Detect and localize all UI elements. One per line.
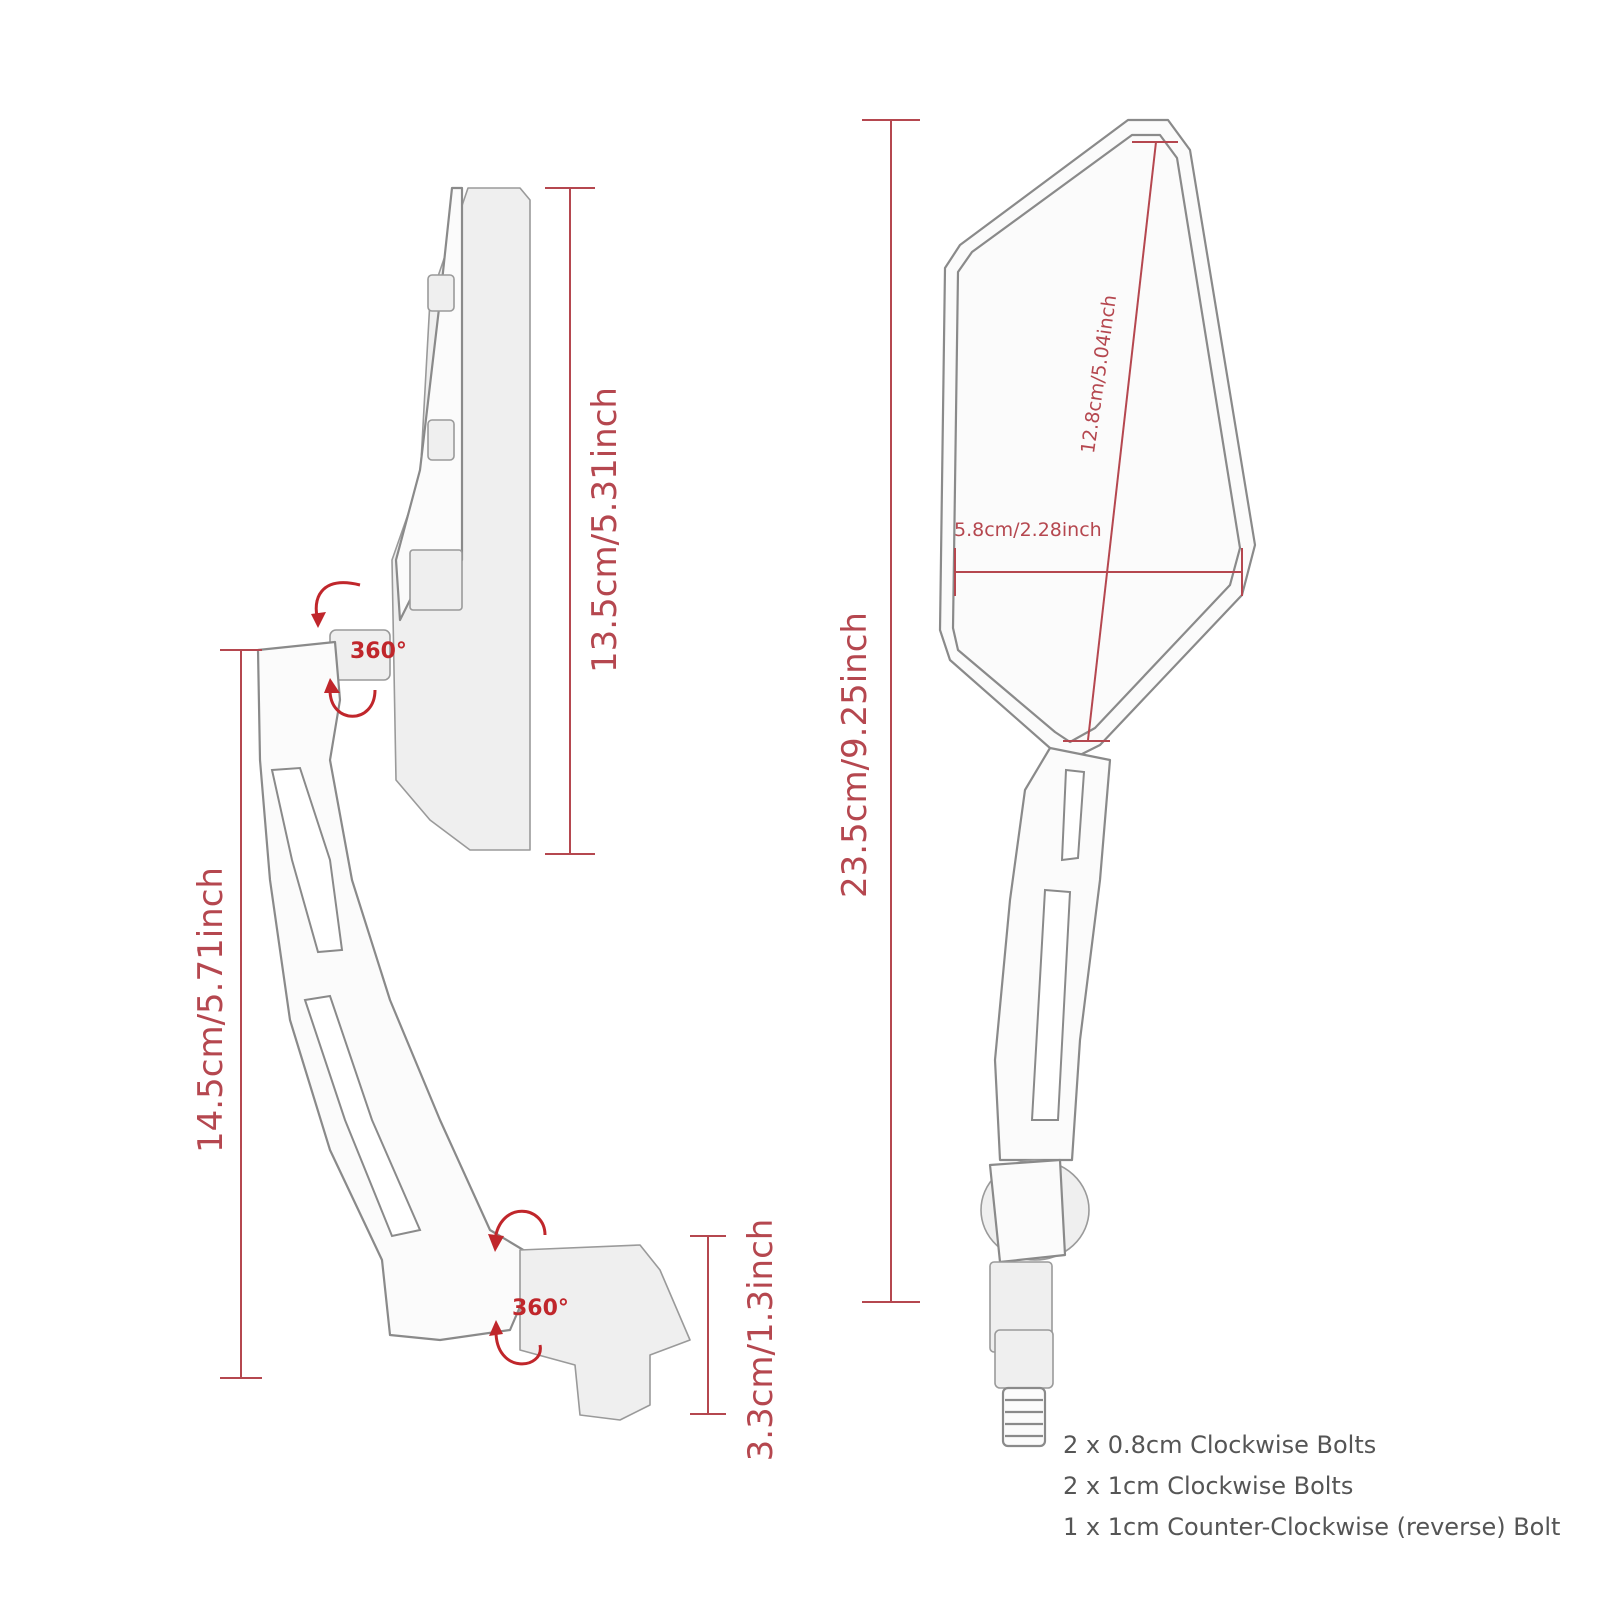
dim-total-length: 23.5cm/9.25inch	[835, 119, 920, 1303]
rotation-label-upper: 360°	[350, 639, 407, 664]
label-total-length: 23.5cm/9.25inch	[835, 612, 875, 898]
dim-mirror-height: 13.5cm/5.31inch	[545, 187, 625, 855]
rotation-arrow-lower: 360°	[488, 1209, 569, 1366]
arm-slot-upper	[270, 766, 344, 954]
rotation-arrow-upper: 360°	[311, 581, 407, 718]
ball-joint-cap	[988, 1158, 1067, 1264]
label-mirror-height: 13.5cm/5.31inch	[585, 387, 625, 673]
side-base	[519, 1244, 691, 1421]
bolt-note-1: 2 x 0.8cm Clockwise Bolts	[1063, 1431, 1377, 1459]
label-arm-length: 14.5cm/5.71inch	[191, 867, 231, 1153]
mirror-bracket-mid	[427, 419, 455, 461]
mirror-bracket-top	[427, 274, 455, 312]
stem-slot-upper	[1060, 768, 1086, 862]
dim-base-height: 3.3cm/1.3inch	[690, 1219, 781, 1462]
bolt-note-2: 2 x 1cm Clockwise Bolts	[1063, 1472, 1354, 1500]
front-bolt	[1001, 1386, 1047, 1448]
arm-slot-lower	[303, 994, 422, 1238]
label-glass-width: 5.8cm/2.28inch	[954, 519, 1102, 541]
stem-slot-lower	[1030, 888, 1072, 1121]
rotation-label-lower: 360°	[512, 1296, 569, 1321]
bolt-note-3: 1 x 1cm Counter-Clockwise (reverse) Bolt	[1063, 1513, 1561, 1541]
side-view-mirror	[256, 186, 691, 1421]
front-nut	[994, 1329, 1054, 1389]
dim-arm-length: 14.5cm/5.71inch	[191, 649, 262, 1379]
label-base-height: 3.3cm/1.3inch	[741, 1219, 781, 1462]
mirror-bracket-low	[409, 549, 463, 611]
front-view-mirror	[938, 118, 1257, 1448]
